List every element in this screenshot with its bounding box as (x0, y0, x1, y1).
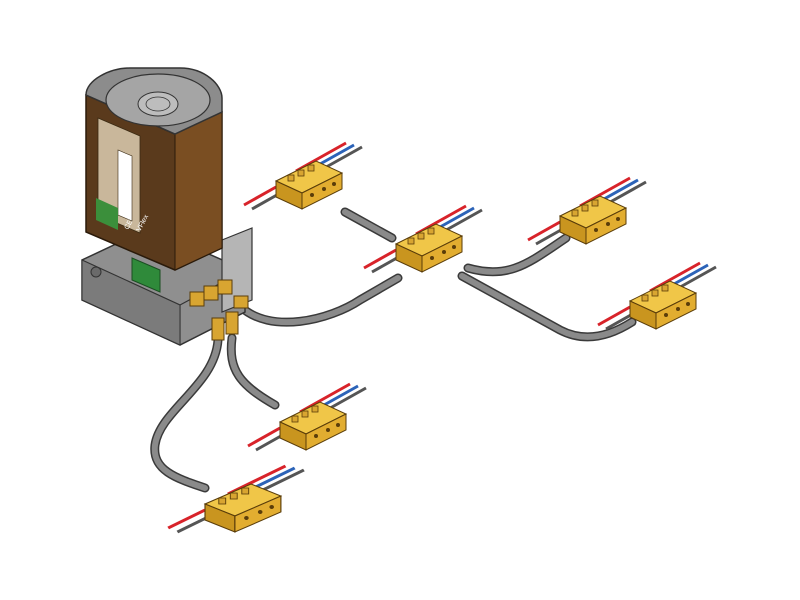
pump-screw-icon (90, 266, 102, 278)
distributor-block (242, 141, 364, 211)
distributor-block (362, 204, 484, 274)
distributor-block (526, 176, 648, 246)
hose-network (150, 207, 637, 493)
distributor-center (362, 204, 484, 274)
distributor-block (596, 261, 718, 331)
distributor-top-right (526, 176, 648, 246)
pump-outlet-fittings (189, 279, 249, 341)
distributor-block (246, 382, 368, 452)
distributor-top-left (242, 141, 364, 211)
pump-display (131, 257, 161, 293)
distributor-lower-middle (246, 382, 368, 452)
distributor-bottom-left (166, 464, 306, 534)
distributor-block (166, 464, 306, 534)
distributor-right (596, 261, 718, 331)
lubrication-pump: VFlex CE (81, 67, 253, 346)
ce-mark: CE (124, 219, 135, 231)
